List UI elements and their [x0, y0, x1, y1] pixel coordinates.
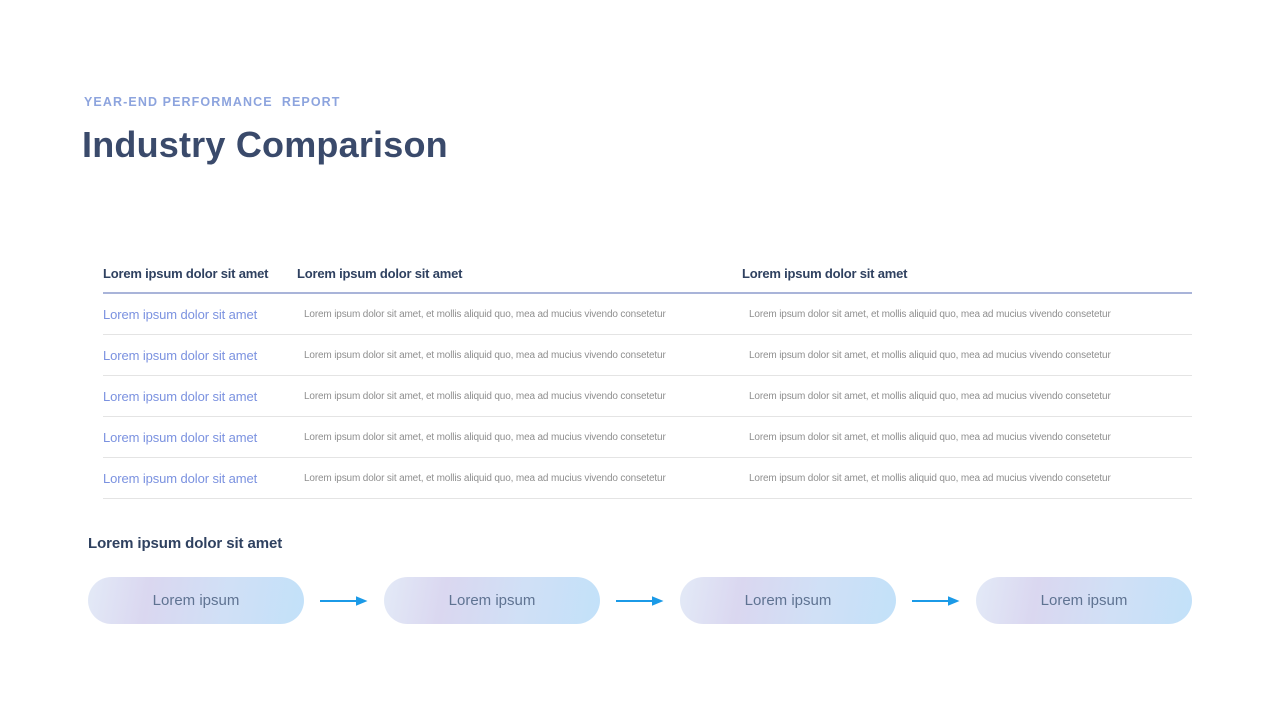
- table-row: Lorem ipsum dolor sit amet Lorem ipsum do…: [103, 335, 1192, 376]
- row-description-col3: Lorem ipsum dolor sit amet, et mollis al…: [749, 349, 1111, 361]
- table-row: Lorem ipsum dolor sit amet Lorem ipsum do…: [103, 417, 1192, 458]
- flow-section-label: Lorem ipsum dolor sit amet: [88, 535, 283, 552]
- arrow-right-icon: [320, 595, 368, 607]
- table-header-col-1: Lorem ipsum dolor sit amet: [103, 266, 269, 281]
- page-title: Industry Comparison: [82, 124, 448, 165]
- comparison-table: Lorem ipsum dolor sit amet Lorem ipsum d…: [103, 260, 1192, 499]
- arrow-right-icon: [912, 595, 960, 607]
- table-header-col-3: Lorem ipsum dolor sit amet: [742, 266, 908, 281]
- row-description-col3: Lorem ipsum dolor sit amet, et mollis al…: [749, 472, 1111, 484]
- table-header-col-2: Lorem ipsum dolor sit amet: [297, 266, 463, 281]
- row-description-col3: Lorem ipsum dolor sit amet, et mollis al…: [749, 390, 1111, 402]
- row-label-link[interactable]: Lorem ipsum dolor sit amet: [103, 429, 258, 445]
- row-label-link[interactable]: Lorem ipsum dolor sit amet: [103, 470, 258, 486]
- row-description-col3: Lorem ipsum dolor sit amet, et mollis al…: [749, 431, 1111, 443]
- row-description-col2: Lorem ipsum dolor sit amet, et mollis al…: [304, 349, 666, 361]
- row-description-col2: Lorem ipsum dolor sit amet, et mollis al…: [304, 431, 666, 443]
- table-header-row: Lorem ipsum dolor sit amet Lorem ipsum d…: [103, 260, 1192, 294]
- arrow-right-icon: [616, 595, 664, 607]
- row-label-link[interactable]: Lorem ipsum dolor sit amet: [103, 306, 258, 322]
- flow-step-pill[interactable]: Lorem ipsum: [88, 577, 304, 624]
- row-description-col2: Lorem ipsum dolor sit amet, et mollis al…: [304, 390, 666, 402]
- flow-step-pill[interactable]: Lorem ipsum: [976, 577, 1192, 624]
- row-label-link[interactable]: Lorem ipsum dolor sit amet: [103, 388, 258, 404]
- table-row: Lorem ipsum dolor sit amet Lorem ipsum do…: [103, 376, 1192, 417]
- row-description-col2: Lorem ipsum dolor sit amet, et mollis al…: [304, 472, 666, 484]
- row-label-link[interactable]: Lorem ipsum dolor sit amet: [103, 347, 258, 363]
- table-row: Lorem ipsum dolor sit amet Lorem ipsum do…: [103, 458, 1192, 499]
- table-row: Lorem ipsum dolor sit amet Lorem ipsum do…: [103, 294, 1192, 335]
- row-description-col2: Lorem ipsum dolor sit amet, et mollis al…: [304, 308, 666, 320]
- process-flow: Lorem ipsum Lorem ipsum Lorem ipsum Lorem i…: [88, 577, 1192, 624]
- row-description-col3: Lorem ipsum dolor sit amet, et mollis al…: [749, 308, 1111, 320]
- flow-step-pill[interactable]: Lorem ipsum: [384, 577, 600, 624]
- flow-step-pill[interactable]: Lorem ipsum: [680, 577, 896, 624]
- eyebrow-label: YEAR-END PERFORMANCE REPORT: [84, 95, 341, 109]
